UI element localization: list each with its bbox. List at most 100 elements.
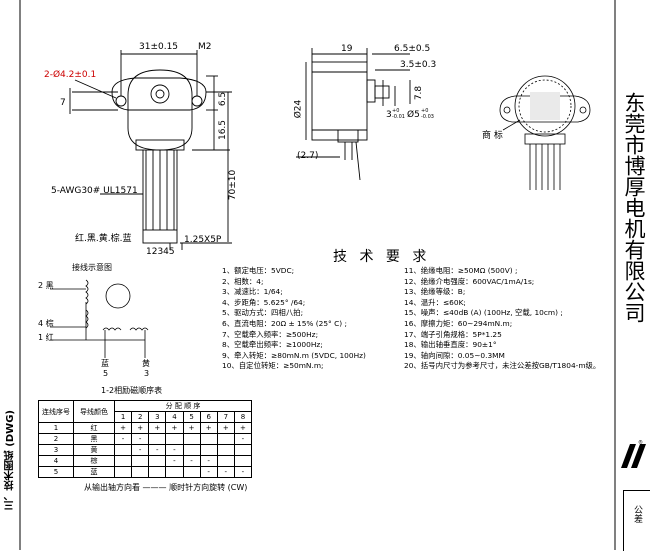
row-no: 5 <box>38 466 74 478</box>
wire-spec: 5-AWG30# UL1571 <box>51 186 138 196</box>
dim-5-tolerance: +0 -0.03 <box>421 108 434 120</box>
wiring-title: 接线示意图 <box>72 263 112 272</box>
seq-cell: - <box>165 455 184 467</box>
table-row: 3 黄 - - - <box>38 444 253 456</box>
dim-3: 3 <box>386 110 392 120</box>
tolerance-label: 公差 <box>632 505 642 523</box>
step-header: 5 <box>182 411 201 423</box>
wire-label-yellow: 黄 <box>142 359 150 368</box>
seq-cell <box>216 455 235 467</box>
step-header: 3 <box>148 411 167 423</box>
wire-label-5: 5 <box>103 369 109 378</box>
seq-cell: - <box>233 466 253 478</box>
seq-cell: - <box>165 444 184 456</box>
seq-cell: - <box>182 455 201 467</box>
seq-cell <box>216 433 235 445</box>
seq-cell: - <box>216 466 235 478</box>
seq-cell: - <box>131 444 150 456</box>
row-color: 黑 <box>73 433 115 445</box>
side-view-drawing <box>296 48 411 181</box>
dim-m2: M2 <box>198 42 212 52</box>
table-row: 2 黑 - - - <box>38 433 253 445</box>
row-color: 蓝 <box>73 466 115 478</box>
motor-label-sticker <box>530 92 560 120</box>
tolerance-box <box>623 490 650 551</box>
table-row: 5 蓝 - - - <box>38 466 253 478</box>
seq-cell <box>113 466 133 478</box>
header-wire-no: 连线序号 <box>38 400 74 423</box>
dim-hole: 2-Ø4.2±0.1 <box>44 70 97 80</box>
dim-width-31: 31±0.15 <box>139 42 179 52</box>
connector-pins: 12345 <box>146 247 175 257</box>
dim-6-5-side: 6.5±0.5 <box>394 44 431 54</box>
requirement-item: 11、绝缘电阻：≥50MΩ (500V) ; <box>404 266 518 275</box>
requirement-item: 19、轴向间隙：0.05~0.3MM <box>404 350 505 360</box>
requirement-item: 14、温升：≤60K; <box>404 297 466 307</box>
seq-cell <box>182 433 201 445</box>
row-no: 1 <box>38 422 74 434</box>
step-header: 6 <box>199 411 218 423</box>
seq-cell <box>113 455 133 467</box>
table-row: 4 棕 - - - <box>38 455 253 467</box>
seq-cell: + <box>182 422 201 434</box>
seq-cell: + <box>165 422 184 434</box>
row-color: 棕 <box>73 455 115 467</box>
seq-cell <box>131 455 150 467</box>
wire-label-blue: 蓝 <box>101 359 109 368</box>
dim-3-5: 3.5±0.3 <box>400 60 437 70</box>
row-no: 4 <box>38 455 74 467</box>
seq-cell: - <box>199 466 218 478</box>
sequence-caption: 1-2相励磁顺序表 <box>101 386 163 395</box>
seq-cell: + <box>233 422 253 434</box>
requirement-item: 13、绝缘等级：B; <box>404 287 466 297</box>
seq-cell: - <box>113 433 133 445</box>
requirement-item: 4、步距角：5.625° /64; <box>222 297 306 307</box>
seq-cell <box>199 433 218 445</box>
wire-colors: 红.黑.黄.棕.蓝 <box>75 234 132 244</box>
wire-label-red: 1 红 <box>38 333 54 342</box>
seq-cell <box>148 433 167 445</box>
seq-cell: + <box>199 422 218 434</box>
company-logo: ® <box>621 439 646 468</box>
step-header: 1 <box>113 411 133 423</box>
seq-cell: + <box>113 422 133 434</box>
seq-cell <box>131 466 150 478</box>
seq-cell: + <box>148 422 167 434</box>
seq-cell <box>233 444 253 456</box>
seq-cell <box>199 444 218 456</box>
wire-label-3: 3 <box>144 369 150 378</box>
seq-cell: - <box>233 433 253 445</box>
requirement-item: 16、摩擦力矩：60~294mN.m; <box>404 318 513 328</box>
sequence-table: 连线序号 导线颜色 分 配 顺 序 1 2 3 4 5 6 7 8 1 红 + … <box>38 400 253 478</box>
company-name: 东莞市博厚电机有限公司 <box>622 92 646 323</box>
front-view-drawing <box>69 50 232 250</box>
requirement-item: 7、空载牵入频率：≥500Hz; <box>222 329 319 339</box>
step-header: 8 <box>233 411 253 423</box>
step-header: 7 <box>216 411 235 423</box>
requirement-item: 1、额定电压：5VDC; <box>222 266 295 275</box>
dim-19: 19 <box>341 44 353 54</box>
trademark-label: 商 标 <box>482 131 503 141</box>
seq-cell <box>148 466 167 478</box>
requirement-item: 15、噪声：≤40dB (A) (100Hz, 空载, 10cm) ; <box>404 308 563 318</box>
row-color: 红 <box>73 422 115 434</box>
dim-7: 7 <box>60 98 66 108</box>
wire-label-black: 2 黑 <box>38 281 54 290</box>
requirements-right-list: 11、绝缘电阻：≥50MΩ (500V) ; 12、绝缘介电强度：600VAC/… <box>404 266 600 372</box>
seq-cell <box>165 433 184 445</box>
wiring-diagram <box>50 279 149 358</box>
seq-cell: + <box>131 422 150 434</box>
requirement-item: 10、自定位转矩：≥50mN.m; <box>222 361 324 371</box>
requirement-item: 6、直流电阻：20Ω ± 15% (25° C) ; <box>222 318 347 328</box>
dim-6-5: 6.5 <box>218 91 229 107</box>
section-title: 三、技术图纸 (DWG) <box>5 410 16 511</box>
requirement-item: 2、相数：4; <box>222 276 264 286</box>
dim-pitch: 1.25X5P <box>184 235 222 245</box>
dim-3-tolerance: +0 -0.01 <box>392 108 405 120</box>
seq-cell: - <box>148 444 167 456</box>
dim-2-7: (2.7) <box>297 151 319 161</box>
seq-cell <box>216 444 235 456</box>
row-no: 3 <box>38 444 74 456</box>
requirement-item: 9、牵入转矩：≥80mN.m (5VDC, 100Hz) <box>222 350 366 360</box>
